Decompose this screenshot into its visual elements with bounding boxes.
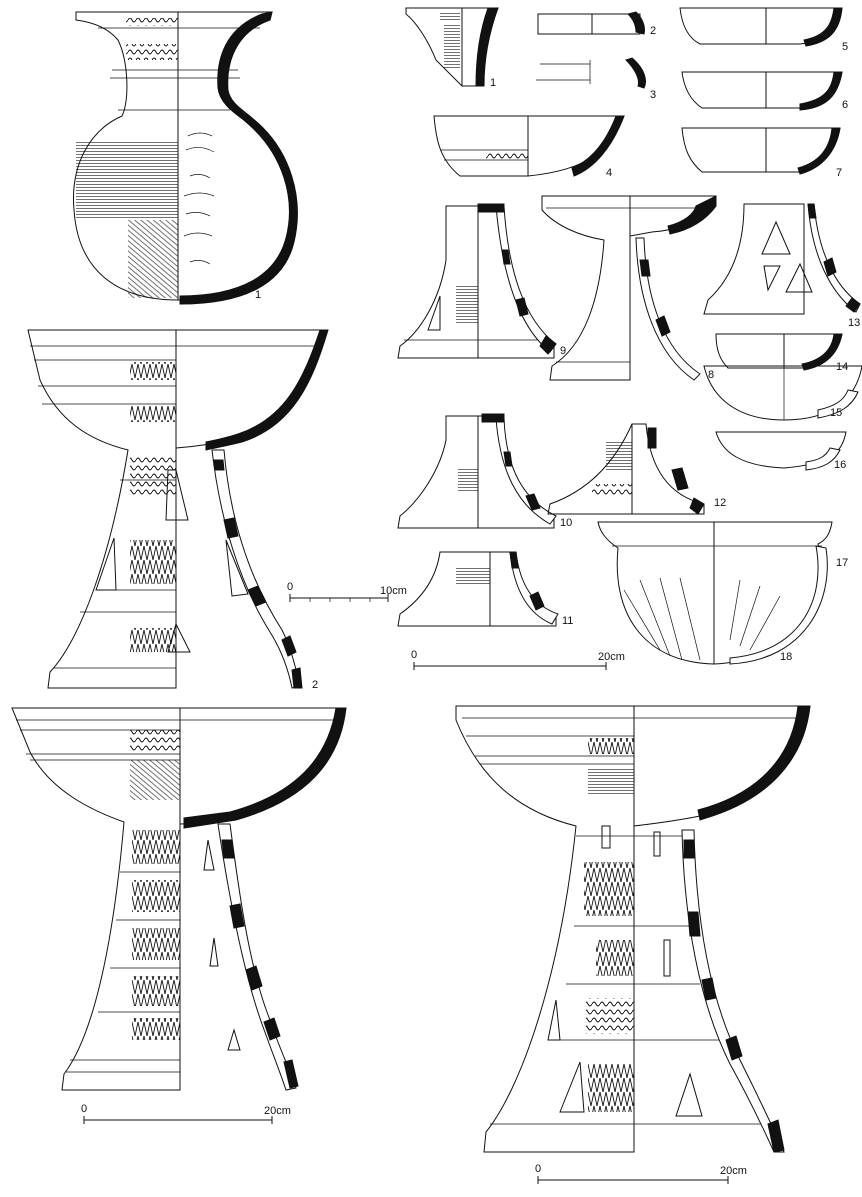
figure-number-sherd-2: 2 [650, 25, 656, 37]
scale-left-zero: 0 [81, 1103, 87, 1115]
figure-number-sherd-6: 6 [842, 99, 848, 111]
figure-number-bowl-18: 18 [780, 651, 792, 663]
figure-number-pedestal-16: 16 [834, 459, 846, 471]
figure-number-sherd-7: 7 [836, 167, 842, 179]
vessel-large-pedestal-right [455, 705, 811, 1153]
scale-right-end: 20cm [598, 651, 625, 663]
figure-number-sherd-4: 4 [606, 167, 612, 179]
sherd-group-top-right: 1 2 3 4 5 6 7 [405, 7, 848, 179]
vessel-1-vase: 1 [72, 11, 298, 305]
figure-number-pedestal-10: 10 [560, 517, 572, 529]
figure-number-sherd-1: 1 [490, 77, 496, 89]
figure-number-pedestal-12: 12 [714, 497, 726, 509]
figure-number-1: 1 [255, 289, 261, 301]
scale-bar-20cm-right: 0 20cm [411, 649, 625, 670]
scale-bottom-end: 20cm [720, 1165, 747, 1177]
scale-left-end: 20cm [264, 1105, 291, 1117]
scale-bar-20cm-bottom: 0 20cm [535, 1163, 747, 1184]
scale-10cm-end: 10cm [380, 585, 407, 597]
figure-number-pedestal-8: 8 [708, 369, 714, 381]
pedestal-group-right: 9 8 13 14 10 12 [397, 195, 862, 665]
scale-bar-10cm: 0 10cm [287, 581, 407, 602]
scale-10cm-zero: 0 [287, 581, 293, 593]
vessel-large-pedestal-left [11, 707, 347, 1091]
figure-number-pedestal-15: 15 [830, 407, 842, 419]
figure-number-pedestal-9: 9 [560, 345, 566, 357]
vessel-2-pedestal-bowl: 2 [27, 329, 329, 691]
scale-right-zero: 0 [411, 649, 417, 661]
scale-bottom-zero: 0 [535, 1163, 541, 1175]
figure-number-pedestal-14: 14 [836, 361, 848, 373]
figure-number-pedestal-13: 13 [848, 317, 860, 329]
figure-number-pedestal-11: 11 [562, 615, 573, 627]
scale-bar-20cm-left: 0 20cm [81, 1103, 291, 1124]
figure-number-2: 2 [312, 679, 318, 691]
figure-number-sherd-5: 5 [842, 41, 848, 53]
figure-number-sherd-3: 3 [650, 89, 656, 101]
figure-number-bowl-17: 17 [836, 557, 848, 569]
